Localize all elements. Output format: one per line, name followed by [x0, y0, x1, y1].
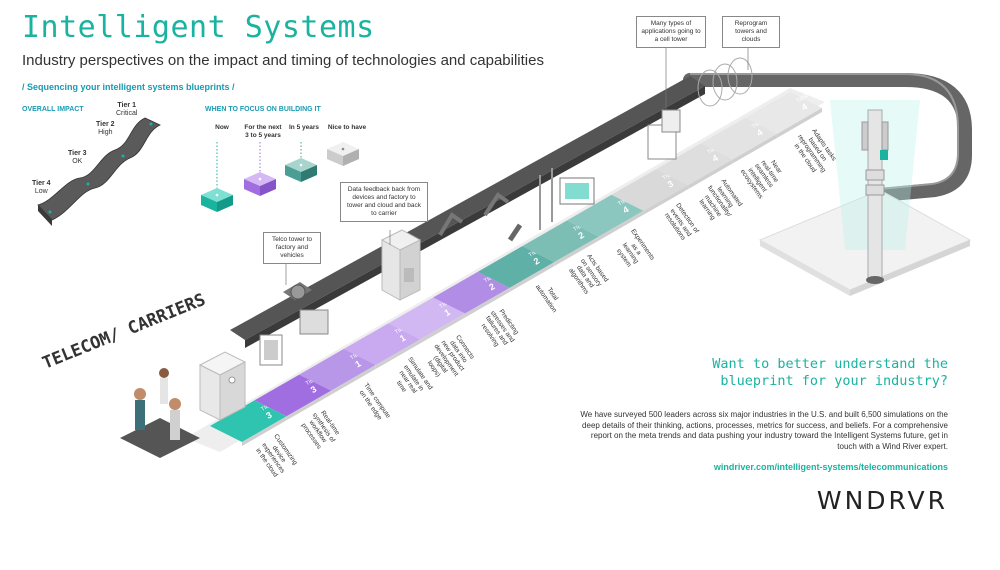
conveyor-segment-edge	[420, 313, 466, 344]
cell-tower	[861, 109, 889, 284]
focus-5-years-label: In 5 years	[289, 124, 319, 131]
machine-tunnel	[697, 57, 753, 107]
workers-illustration	[120, 368, 200, 458]
callout-telco-tower: Telco tower to factory and vehicles	[263, 232, 321, 264]
conveyor-segment	[388, 297, 466, 340]
cta-headline: Want to better understand the blueprint …	[712, 356, 948, 389]
conveyor-segment-edge	[331, 364, 376, 395]
tier-number: 3	[309, 384, 318, 395]
machine-arm	[283, 282, 312, 300]
tier-number: 3	[666, 178, 675, 189]
conveyor-segment-edge	[375, 339, 421, 369]
tier-number: 2	[532, 256, 541, 267]
conveyor-segment	[433, 271, 510, 314]
conveyor-segment	[611, 169, 689, 211]
callout-reprogram: Reprogram towers and clouds	[722, 16, 780, 48]
machine-robot-arms	[438, 192, 523, 242]
focus-cubes	[201, 142, 359, 212]
machine-scanner	[198, 351, 247, 421]
conveyor-segment	[745, 92, 822, 134]
conveyor-segments: TIER 33TIER 33TIER 11TIER 11TIER 11TIER …	[210, 91, 822, 446]
focus-now-label: Now	[215, 124, 229, 131]
tier-number: 4	[710, 153, 719, 164]
tier-number: 2	[487, 281, 496, 292]
wind-river-logo: WNDRVR	[816, 486, 948, 515]
conveyor-segment-edge	[732, 133, 778, 164]
machine-processor	[647, 109, 681, 160]
tier-number: 3	[264, 410, 273, 421]
machine-data-box	[380, 229, 422, 301]
impact-ribbon	[37, 117, 161, 226]
conveyor-segment	[299, 348, 376, 391]
conveyor-segment-edge	[598, 210, 644, 241]
page-subtitle: Industry perspectives on the impact and …	[22, 52, 544, 69]
machine-inspection-gate	[539, 168, 595, 230]
tier-number: 4	[755, 127, 764, 138]
callout-data-feedback: Data feedback back from devices and fact…	[340, 182, 428, 222]
conveyor-segment	[210, 400, 287, 442]
conveyor-segment-edge	[242, 416, 287, 446]
conveyor-segment	[343, 323, 421, 365]
conveyor-segment	[477, 246, 555, 288]
tier-number: 1	[353, 358, 362, 369]
cta-link[interactable]: windriver.com/intelligent-systems/teleco…	[713, 462, 948, 472]
machine-server-rack	[259, 309, 329, 366]
conveyor-segment-edge	[509, 262, 555, 292]
conveyor-segment	[656, 143, 733, 186]
conveyor-segment	[522, 220, 599, 263]
section-label: / Sequencing your intelligent systems bl…	[22, 82, 235, 92]
tier-number: 4	[621, 204, 630, 215]
conveyor-segment	[700, 117, 778, 160]
conveyor-segment-edge	[643, 185, 689, 215]
conveyor-segment-edge	[286, 390, 332, 421]
conveyor-segment-edge	[554, 236, 599, 267]
conveyor-segment-edge	[777, 108, 822, 138]
overall-impact-heading: OVERALL IMPACT	[22, 106, 84, 113]
tier-number: 4	[800, 101, 809, 112]
tier-number: 1	[443, 307, 452, 318]
conveyor-segment	[566, 194, 644, 237]
cta-body: We have surveyed 500 leaders across six …	[580, 410, 948, 451]
tier-number: 1	[398, 333, 407, 344]
focus-3-5-label: For the next 3 to 5 years	[244, 124, 282, 139]
conveyor-segment-edge	[465, 287, 510, 318]
when-to-focus-heading: WHEN TO FOCUS ON BUILDING IT	[205, 106, 321, 113]
conveyor-segment-edge	[688, 159, 733, 190]
conveyor-segment	[254, 374, 332, 417]
focus-nice-label: Nice to have	[327, 124, 367, 131]
page-title: Intelligent Systems	[22, 10, 375, 45]
tier-number: 2	[577, 230, 586, 241]
callout-many-apps: Many types of applications going to a ce…	[636, 16, 706, 48]
